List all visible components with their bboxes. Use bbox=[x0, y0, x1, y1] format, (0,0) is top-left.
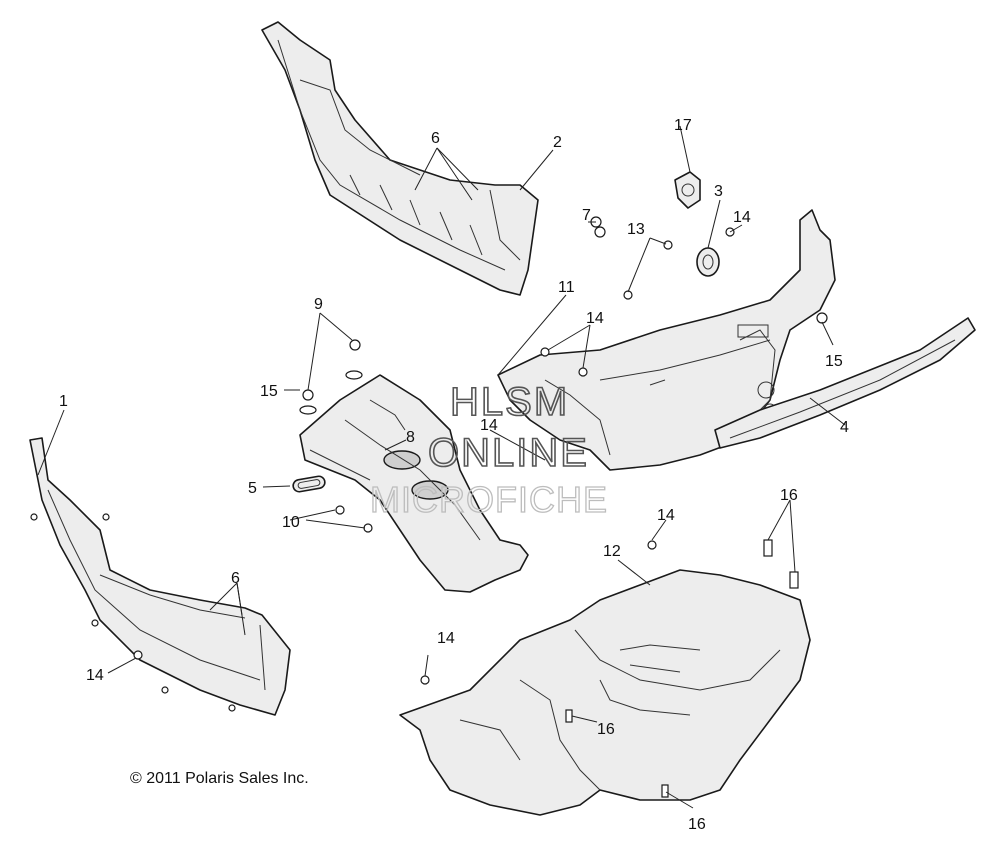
callout-labels: 1 2 3 4 5 6 6 7 8 9 10 11 12 13 14 14 14… bbox=[59, 117, 849, 833]
callout-13: 13 bbox=[627, 221, 645, 238]
callout-9: 9 bbox=[314, 296, 323, 313]
leader-lines bbox=[37, 125, 846, 809]
callout-15-a: 15 bbox=[260, 383, 278, 400]
callout-14-c: 14 bbox=[480, 417, 498, 434]
part-4-rear-strip bbox=[714, 317, 976, 449]
callout-1: 1 bbox=[59, 393, 68, 410]
part-8-center-console bbox=[299, 374, 529, 593]
callout-16-a: 16 bbox=[780, 487, 798, 504]
watermark-line2: ONLINE bbox=[428, 431, 589, 475]
part-2-side-panel-upper bbox=[261, 21, 539, 296]
callout-10: 10 bbox=[282, 514, 300, 531]
callout-16-b: 16 bbox=[597, 721, 615, 738]
callout-3: 3 bbox=[714, 183, 723, 200]
callout-14-a: 14 bbox=[733, 209, 751, 226]
copyright-notice: © 2011 Polaris Sales Inc. bbox=[130, 770, 309, 787]
part-1-side-panel-lower bbox=[29, 437, 291, 716]
watermark-line3: MICROFICHE bbox=[370, 479, 608, 520]
callout-15-b: 15 bbox=[825, 353, 843, 370]
part-3-plug bbox=[696, 247, 720, 277]
callout-6-upper: 6 bbox=[431, 130, 440, 147]
callout-2: 2 bbox=[553, 134, 562, 151]
part-11-rear-panel bbox=[497, 209, 836, 471]
callout-14-e: 14 bbox=[437, 630, 455, 647]
watermark-line1: HLSM bbox=[450, 380, 569, 424]
callout-14-b: 14 bbox=[586, 310, 604, 327]
callout-12: 12 bbox=[603, 543, 621, 560]
callout-6-lower: 6 bbox=[231, 570, 240, 587]
part-5-gasket bbox=[292, 475, 326, 493]
part-17-clip bbox=[674, 171, 701, 209]
watermark: HLSM ONLINE MICROFICHE bbox=[369, 379, 608, 520]
callout-7: 7 bbox=[582, 207, 591, 224]
callout-8: 8 bbox=[406, 429, 415, 446]
callout-4: 4 bbox=[840, 419, 849, 436]
callout-14-d: 14 bbox=[657, 507, 675, 524]
callout-14-f: 14 bbox=[86, 667, 104, 684]
callout-5: 5 bbox=[248, 480, 257, 497]
part-12-floor-tub bbox=[399, 569, 811, 816]
fasteners bbox=[30, 216, 828, 798]
callout-17: 17 bbox=[674, 117, 692, 134]
callout-11: 11 bbox=[558, 279, 575, 296]
callout-16-c: 16 bbox=[688, 816, 706, 833]
